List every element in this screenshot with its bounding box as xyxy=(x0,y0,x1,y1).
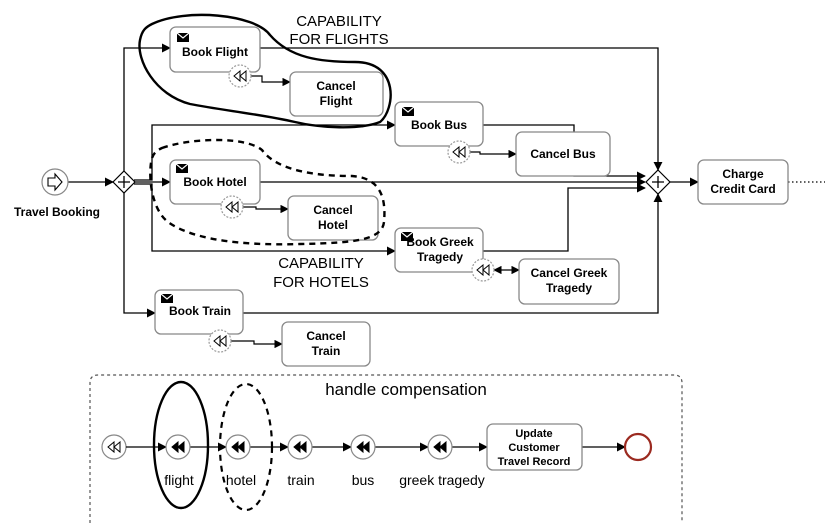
task-label: Travel Record xyxy=(498,456,571,468)
capability-hotels-label: CAPABILITY xyxy=(278,255,364,272)
compensation-icon xyxy=(233,69,247,83)
start-event[interactable]: Travel Booking xyxy=(14,168,100,219)
task-label: Cancel Bus xyxy=(530,147,596,161)
task-book-train[interactable]: Book Train xyxy=(154,289,244,335)
task-label: Book Bus xyxy=(411,118,467,132)
task-cancel-greek-tragedy[interactable]: Cancel Greek Tragedy xyxy=(518,258,620,305)
compensation-icon xyxy=(433,440,447,454)
assoc-hotel xyxy=(243,204,289,214)
compensation-icon xyxy=(231,440,245,454)
task-book-greek-tragedy[interactable]: Book Greek Tragedy xyxy=(394,227,484,273)
assoc-train xyxy=(231,339,283,349)
task-label: Charge xyxy=(722,167,764,181)
subprocess-label-train: train xyxy=(287,472,314,488)
throw-compensation-train xyxy=(287,434,313,460)
throw-compensation-bus xyxy=(350,434,376,460)
capability-flights-label: FOR FLIGHTS xyxy=(289,31,388,48)
task-label: Update xyxy=(515,428,552,440)
boundary-compensation-train xyxy=(208,329,232,353)
subprocess-title: handle compensation xyxy=(325,380,487,399)
join-gateway xyxy=(645,169,671,195)
event-subprocess-handle-compensation[interactable]: handle compensation xyxy=(89,374,683,523)
capability-hotels-outline xyxy=(149,138,386,246)
compensation-icon xyxy=(213,334,227,348)
compensation-associations xyxy=(231,75,520,349)
boundary-compensation-bus xyxy=(447,140,471,164)
task-book-flight[interactable]: Book Flight xyxy=(169,26,261,73)
start-event-label: Travel Booking xyxy=(14,205,100,219)
task-label: Book Hotel xyxy=(183,175,246,189)
end-event xyxy=(623,432,653,462)
subprocess-label-flight: flight xyxy=(164,472,194,488)
task-label: Train xyxy=(312,344,341,358)
boundary-compensation-flight xyxy=(228,64,252,88)
flow-split-to-book-flight xyxy=(123,43,171,171)
task-label: Cancel Greek xyxy=(531,266,608,280)
assoc-bus xyxy=(470,149,517,159)
end-event-icon xyxy=(623,432,653,462)
message-icon xyxy=(161,294,173,303)
task-cancel-flight[interactable]: Cancel Flight xyxy=(289,71,384,117)
subprocess-start-event xyxy=(101,434,127,460)
task-charge-credit-card[interactable]: Charge Credit Card xyxy=(697,159,789,205)
task-label: Tragedy xyxy=(417,250,463,264)
task-label: Cancel xyxy=(313,203,352,217)
message-icon xyxy=(177,33,189,42)
compensation-icon xyxy=(452,145,466,159)
throw-compensation-hotel xyxy=(225,434,251,460)
start-event-icon xyxy=(47,172,63,192)
flow-split-to-book-train xyxy=(123,193,156,318)
compensation-icon xyxy=(476,263,490,277)
task-label: Customer xyxy=(508,442,560,454)
task-label: Flight xyxy=(320,94,353,108)
task-cancel-hotel[interactable]: Cancel Hotel xyxy=(287,195,379,241)
flow-split-to-book-greek xyxy=(134,183,396,256)
task-book-bus[interactable]: Book Bus xyxy=(394,101,484,147)
capability-hotels-ellipse xyxy=(218,382,274,512)
task-cancel-bus[interactable]: Cancel Bus xyxy=(515,131,611,177)
task-label: Cancel xyxy=(306,329,345,343)
compensation-icon xyxy=(293,440,307,454)
flow-book-greek-to-join xyxy=(483,183,646,252)
sequence-flows xyxy=(68,43,825,318)
task-book-hotel[interactable]: Book Hotel xyxy=(169,159,261,205)
subprocess-label-greek-tragedy: greek tragedy xyxy=(399,472,485,488)
split-gateway xyxy=(112,170,136,194)
task-label: Hotel xyxy=(318,218,348,232)
task-cancel-train[interactable]: Cancel Train xyxy=(281,321,371,367)
task-label: Book Train xyxy=(169,304,231,318)
capability-hotels-label: FOR HOTELS xyxy=(273,274,369,291)
boundary-compensation-hotel xyxy=(220,195,244,219)
task-label: Tragedy xyxy=(546,281,592,295)
capability-flights-ellipse xyxy=(152,380,210,510)
flow-book-flight-to-join xyxy=(260,47,663,171)
compensation-icon xyxy=(107,440,121,454)
capability-flights-label: CAPABILITY xyxy=(296,13,382,30)
boundary-compensation-greek xyxy=(471,258,495,282)
capability-flights-outline xyxy=(138,13,392,129)
throw-compensation-greek xyxy=(427,434,453,460)
task-label: Cancel xyxy=(316,79,355,93)
throw-compensation-flight xyxy=(165,434,191,460)
compensation-icon xyxy=(171,440,185,454)
task-label: Credit Card xyxy=(710,182,775,196)
compensation-icon xyxy=(356,440,370,454)
gateway-parallel-icon xyxy=(652,176,664,188)
message-icon xyxy=(402,107,414,116)
task-update-customer-travel-record[interactable]: Update Customer Travel Record xyxy=(486,423,583,471)
flow-book-train-to-join xyxy=(243,193,663,314)
subprocess-border xyxy=(89,374,683,523)
flow-split-to-book-bus xyxy=(134,120,396,181)
task-label: Book Greek xyxy=(406,235,474,249)
message-icon xyxy=(176,164,188,173)
gateway-parallel-icon xyxy=(118,176,130,188)
compensation-icon xyxy=(225,200,239,214)
subprocess-label-hotel: hotel xyxy=(226,472,256,488)
subprocess-label-bus: bus xyxy=(352,472,375,488)
task-label: Book Flight xyxy=(182,45,248,59)
assoc-flight xyxy=(251,75,291,87)
